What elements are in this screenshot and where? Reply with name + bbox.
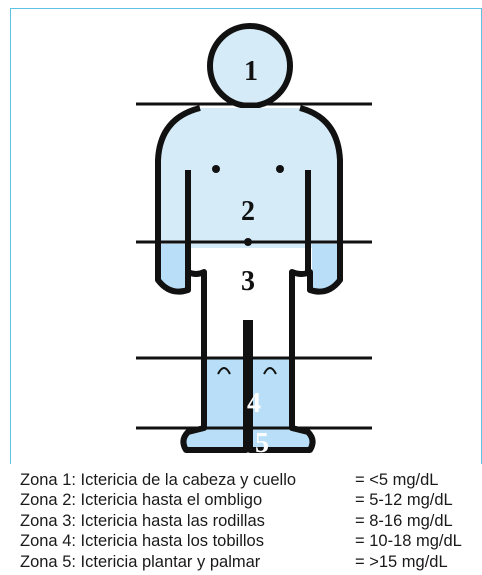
- legend-value: = 8-16 mg/dL: [355, 511, 453, 530]
- legend-label: Zona 1: Ictericia de la cabeza y cuello: [20, 470, 297, 489]
- legend-row-zone-2: Zona 2: Ictericia hasta el ombligo = 5-1…: [20, 491, 480, 512]
- legend-row-zone-1: Zona 1: Ictericia de la cabeza y cuello …: [20, 470, 480, 491]
- right-foot: [250, 428, 312, 450]
- legend-value: = 5-12 mg/dL: [355, 491, 453, 510]
- right-knee: [263, 367, 277, 375]
- legend-value: = <5 mg/dL: [355, 470, 439, 489]
- body-zone-diagram: 1 2 3 4 5: [136, 23, 372, 459]
- left-foot: [184, 428, 246, 450]
- legend-label: Zona 4: Ictericia hasta los tobillos: [20, 532, 264, 551]
- zone-number-2: 2: [241, 196, 255, 227]
- figure-frame: 1 2 3 4 5: [10, 8, 482, 464]
- left-knee: [217, 367, 231, 375]
- zone-number-4: 4: [247, 388, 261, 419]
- legend-row-zone-5: Zona 5: Ictericia plantar y palmar = >15…: [20, 552, 480, 573]
- legend-row-zone-3: Zona 3: Ictericia hasta las rodillas = 8…: [20, 511, 480, 532]
- head-zone-1: [207, 23, 293, 109]
- torso-zone-2: [158, 108, 340, 248]
- left-lower-leg: [204, 358, 246, 428]
- legend-value: = >15 mg/dL: [355, 552, 448, 571]
- legend-label: Zona 5: Ictericia plantar y palmar: [20, 552, 261, 571]
- legend-label: Zona 2: Ictericia hasta el ombligo: [20, 491, 263, 510]
- zone-number-5: 5: [255, 428, 269, 459]
- body-outline: [155, 105, 343, 453]
- zone-legend: Zona 1: Ictericia de la cabeza y cuello …: [20, 470, 480, 573]
- zone-number-3: 3: [241, 266, 255, 297]
- left-nipple: [212, 165, 220, 173]
- right-lower-leg: [250, 358, 292, 428]
- right-nipple: [276, 165, 284, 173]
- right-hand: [312, 244, 340, 293]
- zone-number-1: 1: [244, 56, 258, 87]
- legend-row-zone-4: Zona 4: Ictericia hasta los tobillos = 1…: [20, 532, 480, 553]
- legend-label: Zona 3: Ictericia hasta las rodillas: [20, 511, 265, 530]
- legend-value: = 10-18 mg/dL: [355, 532, 462, 551]
- left-hand: [158, 244, 186, 293]
